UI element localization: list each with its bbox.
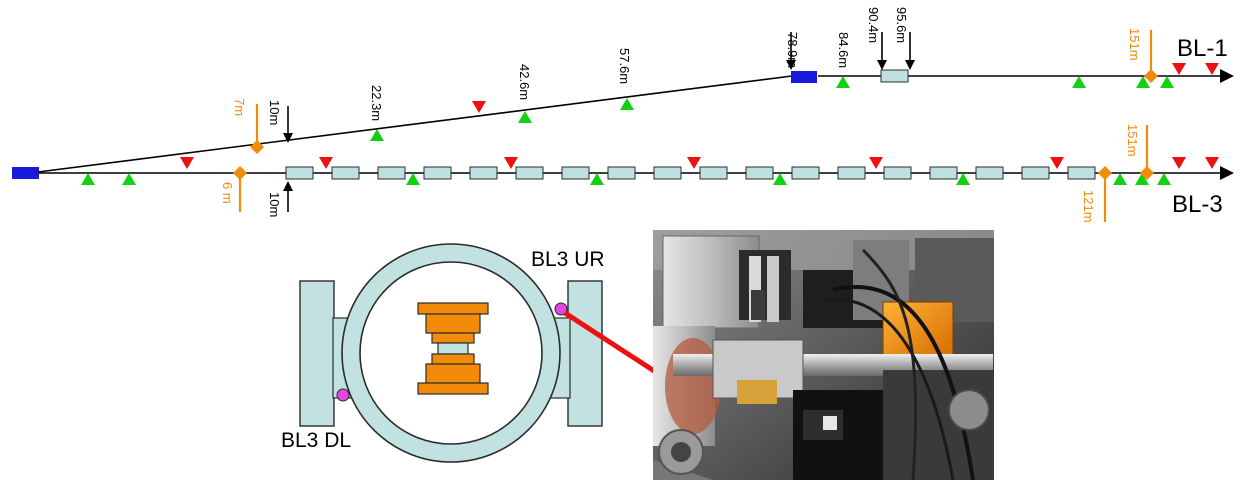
ur-sensor-dot xyxy=(554,302,568,316)
electron-source-block xyxy=(12,167,39,179)
label-90-4m: 90.4m xyxy=(866,7,881,43)
pin-6m-diamond xyxy=(233,166,247,180)
bl1-source-block xyxy=(791,71,817,83)
bl3-green-marker-9 xyxy=(1157,173,1171,185)
bl3-red-marker-5 xyxy=(869,157,883,169)
bl1-undulator xyxy=(880,69,909,83)
bl1-green-marker-5 xyxy=(1072,76,1086,88)
distance-labels: 78.9m 84.6m 90.4m 95.6m 10m 22.3m 42.6m … xyxy=(220,7,1142,223)
bl3-undulator-segment-12 xyxy=(791,166,820,180)
label-95-6m: 95.6m xyxy=(894,7,909,43)
orange-position-pins xyxy=(233,30,1158,222)
bl1-transport-line xyxy=(37,75,793,173)
bl3-green-marker-6 xyxy=(956,173,970,185)
label-78-9m: 78.9m xyxy=(785,32,800,68)
label-bl3-151m: 151m xyxy=(1125,124,1140,157)
right-support-plate xyxy=(567,280,603,427)
bl3-red-marker-7 xyxy=(1172,157,1186,169)
label-42-6m: 42.6m xyxy=(517,64,532,100)
bl3-red-marker-1 xyxy=(180,157,194,169)
bl1-green-marker-1 xyxy=(370,129,384,141)
bl3-undulator-segment-3 xyxy=(377,166,406,180)
bl3-undulator-segment-6 xyxy=(515,166,544,180)
magnet-top-plate xyxy=(417,302,489,315)
bl3-undulator-segment-11 xyxy=(745,166,774,180)
magnet-lower-yoke xyxy=(425,363,481,384)
position-pointers xyxy=(283,32,915,212)
bl3-green-marker-2 xyxy=(122,173,136,185)
left-support-plate xyxy=(299,280,335,427)
bl3-undulator-segment-9 xyxy=(653,166,682,180)
dl-sensor-dot xyxy=(336,388,350,402)
photo-illustration xyxy=(653,230,994,480)
bl1-label: BL-1 xyxy=(1177,35,1228,62)
bl3-undulator-segment-13 xyxy=(837,166,866,180)
label-bl3-dl: BL3 DL xyxy=(281,429,351,452)
bl3-green-marker-4 xyxy=(590,173,604,185)
magnet-bottom-plate xyxy=(417,382,489,395)
bl3-undulator-segment-1 xyxy=(285,166,314,180)
bl3-undulator-segment-14 xyxy=(883,166,912,180)
bl3-red-marker-6 xyxy=(1050,157,1064,169)
bl3-undulator-segment-2 xyxy=(331,166,360,180)
label-7m: 7m xyxy=(232,98,247,116)
bl3-diagnostic-markers xyxy=(81,157,1219,185)
magnet-upper-yoke xyxy=(425,313,481,334)
bl3-undulator-segment-5 xyxy=(469,166,498,180)
bl3-red-marker-3 xyxy=(504,157,518,169)
bl3-undulator-segment-16 xyxy=(975,166,1004,180)
bl1-green-marker-6 xyxy=(1136,76,1150,88)
bl1-diagnostic-markers xyxy=(370,63,1219,141)
bl3-red-marker-8 xyxy=(1205,157,1219,169)
bl3-undulator-segment-7 xyxy=(561,166,590,180)
bl1-green-marker-4 xyxy=(836,76,850,88)
label-bl1-151m: 151m xyxy=(1127,28,1142,61)
label-57-6m: 57.6m xyxy=(617,48,632,84)
label-bl3-ur: BL3 UR xyxy=(531,248,605,271)
quadrupole-magnet xyxy=(417,302,489,395)
pin-121m-diamond xyxy=(1098,166,1112,180)
bl3-undulator-segment-10 xyxy=(699,166,728,180)
bl3-red-marker-4 xyxy=(687,157,701,169)
pin-7m-diamond xyxy=(250,140,264,154)
beamline-hardware-photo xyxy=(653,230,994,480)
magnet-upper-pole xyxy=(431,332,475,344)
bl3-undulator-segment-4 xyxy=(423,166,452,180)
bl3-green-marker-8 xyxy=(1135,173,1149,185)
bl3-undulator-segment-8 xyxy=(607,166,636,180)
label-bl1-10m: 10m xyxy=(267,100,282,125)
bl1-green-marker-3 xyxy=(620,98,634,110)
bl3-undulator-segment-15 xyxy=(929,166,958,180)
bl3-green-marker-5 xyxy=(773,173,787,185)
bl3-red-marker-2 xyxy=(319,157,333,169)
magnet-gap xyxy=(437,342,469,355)
magnet-lower-pole xyxy=(431,353,475,365)
bl3-beamline: BL-3 xyxy=(12,157,1234,218)
label-bl3-10m: 10m xyxy=(267,192,282,217)
bl3-undulator-chain xyxy=(285,166,1096,180)
chamber-cross-section: BL3 UR BL3 DL xyxy=(281,243,694,463)
pin-bl1-151m-diamond xyxy=(1144,69,1158,83)
bl3-undulator-segment-17 xyxy=(1021,166,1050,180)
bl1-beamline: BL-1 xyxy=(37,35,1234,173)
bl1-end-arrowhead xyxy=(1220,69,1234,83)
pin-bl3-151m-diamond xyxy=(1140,166,1154,180)
bl3-green-marker-3 xyxy=(406,173,420,185)
label-22-3m: 22.3m xyxy=(369,85,384,121)
bl3-label: BL-3 xyxy=(1172,191,1223,218)
bl3-end-arrowhead xyxy=(1220,166,1234,180)
label-121m: 121m xyxy=(1081,190,1096,223)
bl3-undulator-segment-18 xyxy=(1067,166,1096,180)
bl1-green-marker-7 xyxy=(1160,76,1174,88)
bl1-red-marker-1 xyxy=(472,101,486,113)
label-6m: 6 m xyxy=(220,182,235,204)
bl1-red-marker-3 xyxy=(1205,63,1219,75)
bl3-green-marker-1 xyxy=(81,173,95,185)
bl3-green-marker-7 xyxy=(1113,173,1127,185)
label-84-6m: 84.6m xyxy=(836,32,851,68)
bl1-red-marker-2 xyxy=(1172,63,1186,75)
bl1-green-marker-2 xyxy=(518,111,532,123)
